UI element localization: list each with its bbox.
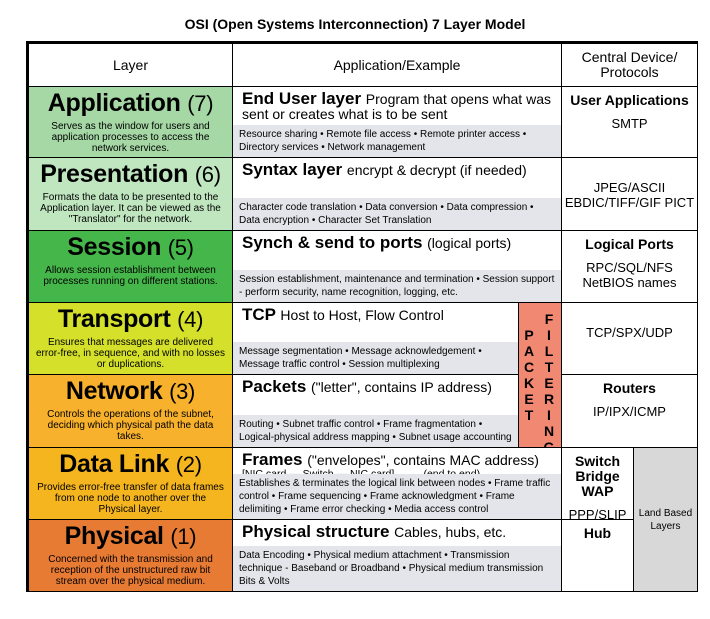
application-details: Establishes & terminates the logical lin…	[233, 474, 561, 519]
application-details: Message segmentation • Message acknowled…	[233, 342, 518, 374]
application-title: Physical structure	[242, 522, 395, 541]
layer-name-text: Data Link	[59, 450, 176, 478]
device-main: Switch Bridge WAP	[574, 453, 621, 499]
layer-number: (1)	[170, 524, 197, 549]
layer-cell-application: Application (7) Serves as the window for …	[28, 86, 233, 158]
application-subtitle: encrypt & decrypt (if needed)	[346, 162, 527, 178]
layer-name-text: Network	[65, 377, 170, 405]
application-subtitle: (logical ports)	[427, 235, 512, 251]
layer-cell-presentation: Presentation (6) Formats the data to be p…	[28, 157, 233, 231]
device-main: Logical Ports	[585, 236, 674, 252]
application-subtitle: Host to Host, Flow Control	[280, 307, 444, 323]
application-details: Routing • Subnet traffic control • Frame…	[233, 415, 518, 447]
layer-number: (4)	[177, 307, 204, 332]
layer-cell-session: Session (5) Allows session establishment …	[28, 230, 233, 303]
application-summary: Synch & send to ports (logical ports)	[233, 231, 561, 251]
application-cell-network: Packets ("letter", contains IP address) R…	[232, 374, 519, 448]
layer-name: Transport (4)	[29, 305, 232, 334]
application-details: Resource sharing • Remote file access • …	[233, 125, 561, 157]
device-protocols: TCP/SPX/UDP	[586, 325, 673, 340]
application-summary: End User layer Program that opens what w…	[233, 87, 561, 122]
diagram-title: OSI (Open Systems Interconnection) 7 Lay…	[184, 16, 526, 32]
application-cell-physical: Physical structure Cables, hubs, etc. Dat…	[232, 519, 562, 592]
layer-description: Allows session establishment between pro…	[43, 265, 218, 287]
layer-number: (3)	[169, 379, 196, 404]
device-protocols: IP/IPX/ICMP	[593, 404, 666, 419]
layer-header: Layer	[28, 43, 233, 87]
layer-name-text: Session	[67, 233, 168, 261]
application-cell-session: Synch & send to ports (logical ports) Ses…	[232, 230, 562, 303]
application-title: End User layer	[242, 89, 366, 108]
layer-cell-network: Network (3) Controls the operations of th…	[28, 374, 233, 448]
layer-name: Presentation (6)	[29, 160, 232, 189]
layer-description: Serves as the window for users and appli…	[51, 121, 210, 154]
layer-name-text: Transport	[57, 305, 178, 333]
device-protocols: SMTP	[611, 116, 648, 131]
layer-description: Ensures that messages are delivered erro…	[36, 337, 225, 370]
application-cell-application: End User layer Program that opens what w…	[232, 86, 562, 158]
device-protocols: JPEG/ASCII EBDIC/TIFF/GIF PICT	[564, 180, 695, 210]
application-subtitle: Cables, hubs, etc.	[394, 524, 507, 540]
layer-number: (6)	[194, 162, 221, 187]
application-cell-presentation: Syntax layer encrypt & decrypt (if neede…	[232, 157, 562, 231]
application-details: Character code translation • Data conver…	[233, 198, 561, 230]
application-summary: Frames ("envelopes", contains MAC addres…	[233, 448, 561, 468]
layer-number: (7)	[187, 91, 214, 116]
application-title: Syntax layer	[242, 160, 347, 179]
application-summary: Physical structure Cables, hubs, etc.	[233, 520, 561, 540]
application-subtitle: Program that opens what was sent or crea…	[242, 91, 551, 122]
device-cell-transport: TCP/SPX/UDP	[561, 302, 698, 375]
device-header: Central Device/ Protocols	[561, 43, 698, 87]
application-details: Data Encoding • Physical medium attachme…	[233, 546, 561, 591]
layer-name: Data Link (2)	[29, 450, 232, 479]
osi-table: Layer Application/Example Central Device…	[26, 41, 698, 592]
application-subtitle: ("envelopes", contains MAC address)	[307, 452, 539, 468]
land-based-layers: Land Based Layers	[633, 447, 698, 592]
device-main: User Applications	[570, 92, 689, 108]
application-summary: Syntax layer encrypt & decrypt (if neede…	[233, 158, 561, 178]
device-cell-physical: Hub	[561, 519, 634, 592]
layer-description: Formats the data to be presented to the …	[40, 192, 221, 225]
layer-cell-data-link: Data Link (2) Provides error-free transfe…	[28, 447, 233, 520]
device-protocols: RPC/SQL/NFS NetBIOS names	[582, 260, 677, 290]
layer-name-text: Application	[47, 89, 188, 117]
layer-cell-physical: Physical (1) Concerned with the transmiss…	[28, 519, 233, 592]
application-details: Session establishment, maintenance and t…	[233, 270, 561, 302]
layer-name-text: Physical	[64, 522, 171, 550]
application-header: Application/Example	[232, 43, 562, 87]
layer-name: Physical (1)	[29, 522, 232, 551]
application-title: Packets	[242, 377, 311, 396]
layer-cell-transport: Transport (4) Ensures that messages are d…	[28, 302, 233, 375]
application-summary: TCP Host to Host, Flow Control	[233, 303, 518, 323]
application-title: Synch & send to ports	[242, 233, 428, 252]
layer-name: Application (7)	[29, 89, 232, 118]
layer-name-text: Presentation	[40, 160, 195, 188]
layer-description: Provides error-free transfer of data fra…	[37, 482, 224, 515]
layer-description: Concerned with the transmission and rece…	[48, 554, 213, 587]
layer-name: Session (5)	[29, 233, 232, 262]
application-title: Frames	[242, 450, 308, 469]
device-cell-data-link: Switch Bridge WAP PPP/SLIP	[561, 447, 634, 520]
device-main: Hub	[583, 525, 612, 541]
application-title: TCP	[242, 305, 281, 324]
device-main: Routers	[603, 380, 656, 396]
layer-name: Network (3)	[29, 377, 232, 406]
application-subtitle: ("letter", contains IP address)	[311, 379, 492, 395]
application-summary: Packets ("letter", contains IP address)	[233, 375, 518, 395]
layer-description: Controls the operations of the subnet, d…	[47, 409, 214, 442]
device-protocols: PPP/SLIP	[568, 507, 627, 520]
layer-number: (5)	[167, 235, 194, 260]
application-cell-data-link: Frames ("envelopes", contains MAC addres…	[232, 447, 562, 520]
device-cell-presentation: JPEG/ASCII EBDIC/TIFF/GIF PICT	[561, 157, 698, 231]
layer-number: (2)	[175, 452, 202, 477]
